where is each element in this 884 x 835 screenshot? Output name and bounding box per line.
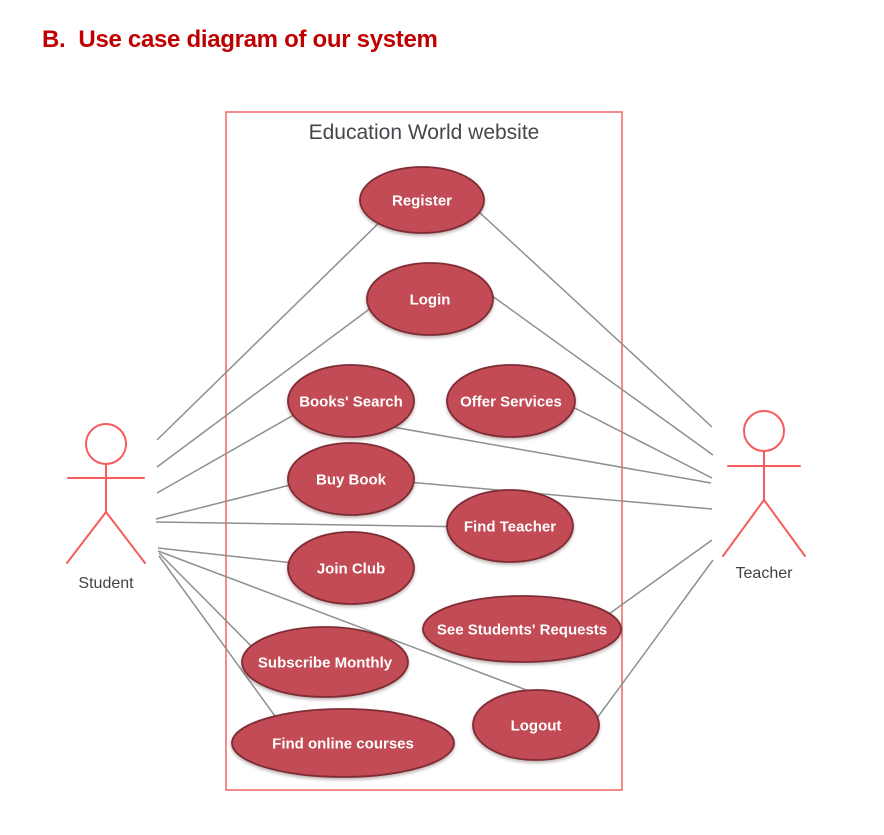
usecase-see-students-requests-label: See Students' Requests <box>437 622 607 639</box>
actor-teacher-head-icon <box>743 410 785 452</box>
usecase-subscribe-monthly-label: Subscribe Monthly <box>258 655 393 672</box>
usecase-offer-services-label: Offer Services <box>460 394 562 411</box>
usecase-buy-book-label: Buy Book <box>316 472 387 489</box>
usecase-logout-shape <box>472 689 600 761</box>
actor-student: Student <box>66 423 146 592</box>
usecase-register: Register <box>359 166 485 234</box>
usecase-find-online-courses-label: Find online courses <box>272 736 414 753</box>
usecase-join-club-label: Join Club <box>317 561 385 578</box>
usecase-see-students-requests-shape <box>422 595 622 663</box>
connector-student-find-teacher <box>155 521 476 528</box>
page-title: B. Use case diagram of our system <box>42 26 438 54</box>
actor-student-left-leg-icon <box>66 511 107 564</box>
connector-student-login <box>156 289 396 468</box>
connector-teacher-login <box>469 279 714 456</box>
usecase-register-label: Register <box>392 193 452 210</box>
usecase-register-shape <box>359 166 485 234</box>
actor-student-head-icon <box>85 423 127 465</box>
usecase-find-online-courses-shape <box>231 708 455 778</box>
usecase-find-online-courses: Find online courses <box>231 708 455 778</box>
use-cases: Register Login Books' Search Offer Servi… <box>231 166 622 778</box>
usecase-books-search: Books' Search <box>287 364 415 438</box>
usecase-login-shape <box>366 262 494 336</box>
connector-teacher-register <box>465 199 713 428</box>
usecase-buy-book-shape <box>287 442 415 516</box>
actor-student-label: Student <box>78 575 134 592</box>
usecase-find-teacher-label: Find Teacher <box>464 519 556 536</box>
usecase-offer-services: Offer Services <box>446 364 576 438</box>
connector-student-find-online-courses <box>158 555 281 724</box>
actor-teacher: Teacher <box>722 410 806 582</box>
usecase-subscribe-monthly-shape <box>241 626 409 698</box>
actor-teacher-right-leg-icon <box>763 499 806 557</box>
usecase-logout-label: Logout <box>511 718 562 735</box>
connector-teacher-logout <box>591 559 714 726</box>
actor-teacher-label: Teacher <box>736 565 794 582</box>
usecase-join-club-shape <box>287 531 415 605</box>
usecase-books-search-shape <box>287 364 415 438</box>
connector-student-subscribe-monthly <box>158 552 269 664</box>
usecase-offer-services-shape <box>446 364 576 438</box>
usecase-find-teacher: Find Teacher <box>446 489 574 563</box>
page-title-text: Use case diagram of our system <box>78 26 438 53</box>
system-boundary-box <box>225 111 623 791</box>
actor-student-right-leg-icon <box>105 511 146 564</box>
usecase-logout: Logout <box>472 689 600 761</box>
usecase-login-label: Login <box>410 292 451 309</box>
connector-teacher-books-search <box>369 422 712 484</box>
usecase-buy-book: Buy Book <box>287 442 415 516</box>
usecase-find-teacher-shape <box>446 489 574 563</box>
usecase-login: Login <box>366 262 494 336</box>
system-boundary-label: Education World website <box>309 121 540 144</box>
system-boundary: Education World website <box>225 111 623 791</box>
connector-student-register <box>156 211 391 441</box>
connector-teacher-see-students-requests <box>594 539 713 625</box>
usecase-subscribe-monthly: Subscribe Monthly <box>241 626 409 698</box>
actor-teacher-left-leg-icon <box>722 499 765 557</box>
connector-teacher-offer-services <box>554 397 713 479</box>
usecase-join-club: Join Club <box>287 531 415 605</box>
page-title-prefix: B. <box>42 26 66 53</box>
usecase-see-students-requests: See Students' Requests <box>422 595 622 663</box>
connector-student-logout <box>157 550 546 698</box>
usecase-books-search-label: Books' Search <box>299 394 403 411</box>
connector-teacher-buy-book <box>384 479 713 510</box>
